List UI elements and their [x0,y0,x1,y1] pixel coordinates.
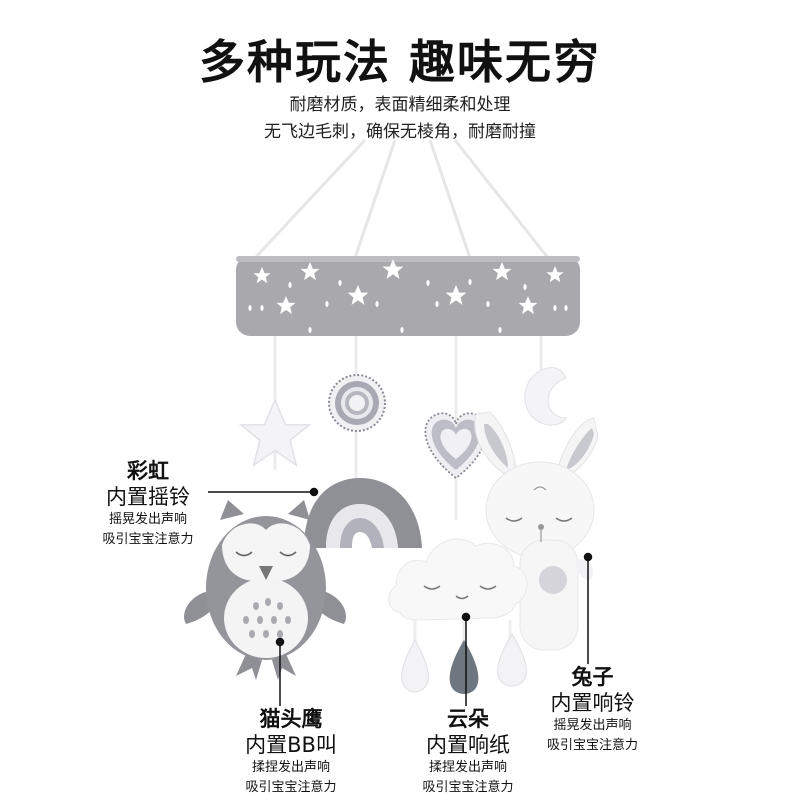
callout-desc: 吸引宝宝注意力 [422,780,514,795]
callout-feature: 内置摇铃 [106,485,190,509]
star-ring [236,256,580,336]
callout-desc: 摇晃发出声响 [108,512,187,527]
callout-feature: 内置响纸 [426,733,510,757]
callout-feature: 内置响铃 [550,691,635,715]
cloud-toy [388,538,528,694]
callout-desc: 吸引宝宝注意力 [546,738,638,753]
rainbow-toy [304,478,422,548]
callout-desc: 吸引宝宝注意力 [102,532,194,547]
subtitle-line-1: 耐磨材质，表面精细柔和处理 [289,95,511,115]
target-circle-ornament [328,374,386,432]
callout-cloud: 云朵 内置响纸 揉捏发出声响 吸引宝宝注意力 [408,706,528,798]
callout-rabbit: 兔子 内置响铃 摇晃发出声响 吸引宝宝注意力 [530,664,655,756]
callout-desc: 摇晃发出声响 [553,718,632,733]
moon-ornament [524,367,567,426]
hanging-strings [253,138,550,260]
callout-title: 兔子 [571,665,614,689]
callout-desc: 揉捏发出声响 [251,760,330,775]
callout-owl: 猫头鹰 内置BB叫 揉捏发出声响 吸引宝宝注意力 [216,706,366,798]
callout-desc: 揉捏发出声响 [428,760,507,775]
owl-toy [184,500,346,680]
callout-title: 彩虹 [127,459,169,483]
callout-rainbow: 彩虹 内置摇铃 摇晃发出声响 吸引宝宝注意力 [78,458,218,550]
callout-lines [208,487,593,706]
subtitle-line-2: 无飞边毛刺，确保无棱角，耐磨耐撞 [264,122,536,142]
headline: 多种玩法 趣味无穷 [198,35,601,89]
callout-feature: 内置BB叫 [245,733,337,757]
heart-ornament [424,412,488,480]
callout-title: 云朵 [447,707,489,731]
callout-title: 猫头鹰 [259,707,323,731]
callout-desc: 吸引宝宝注意力 [245,780,337,795]
